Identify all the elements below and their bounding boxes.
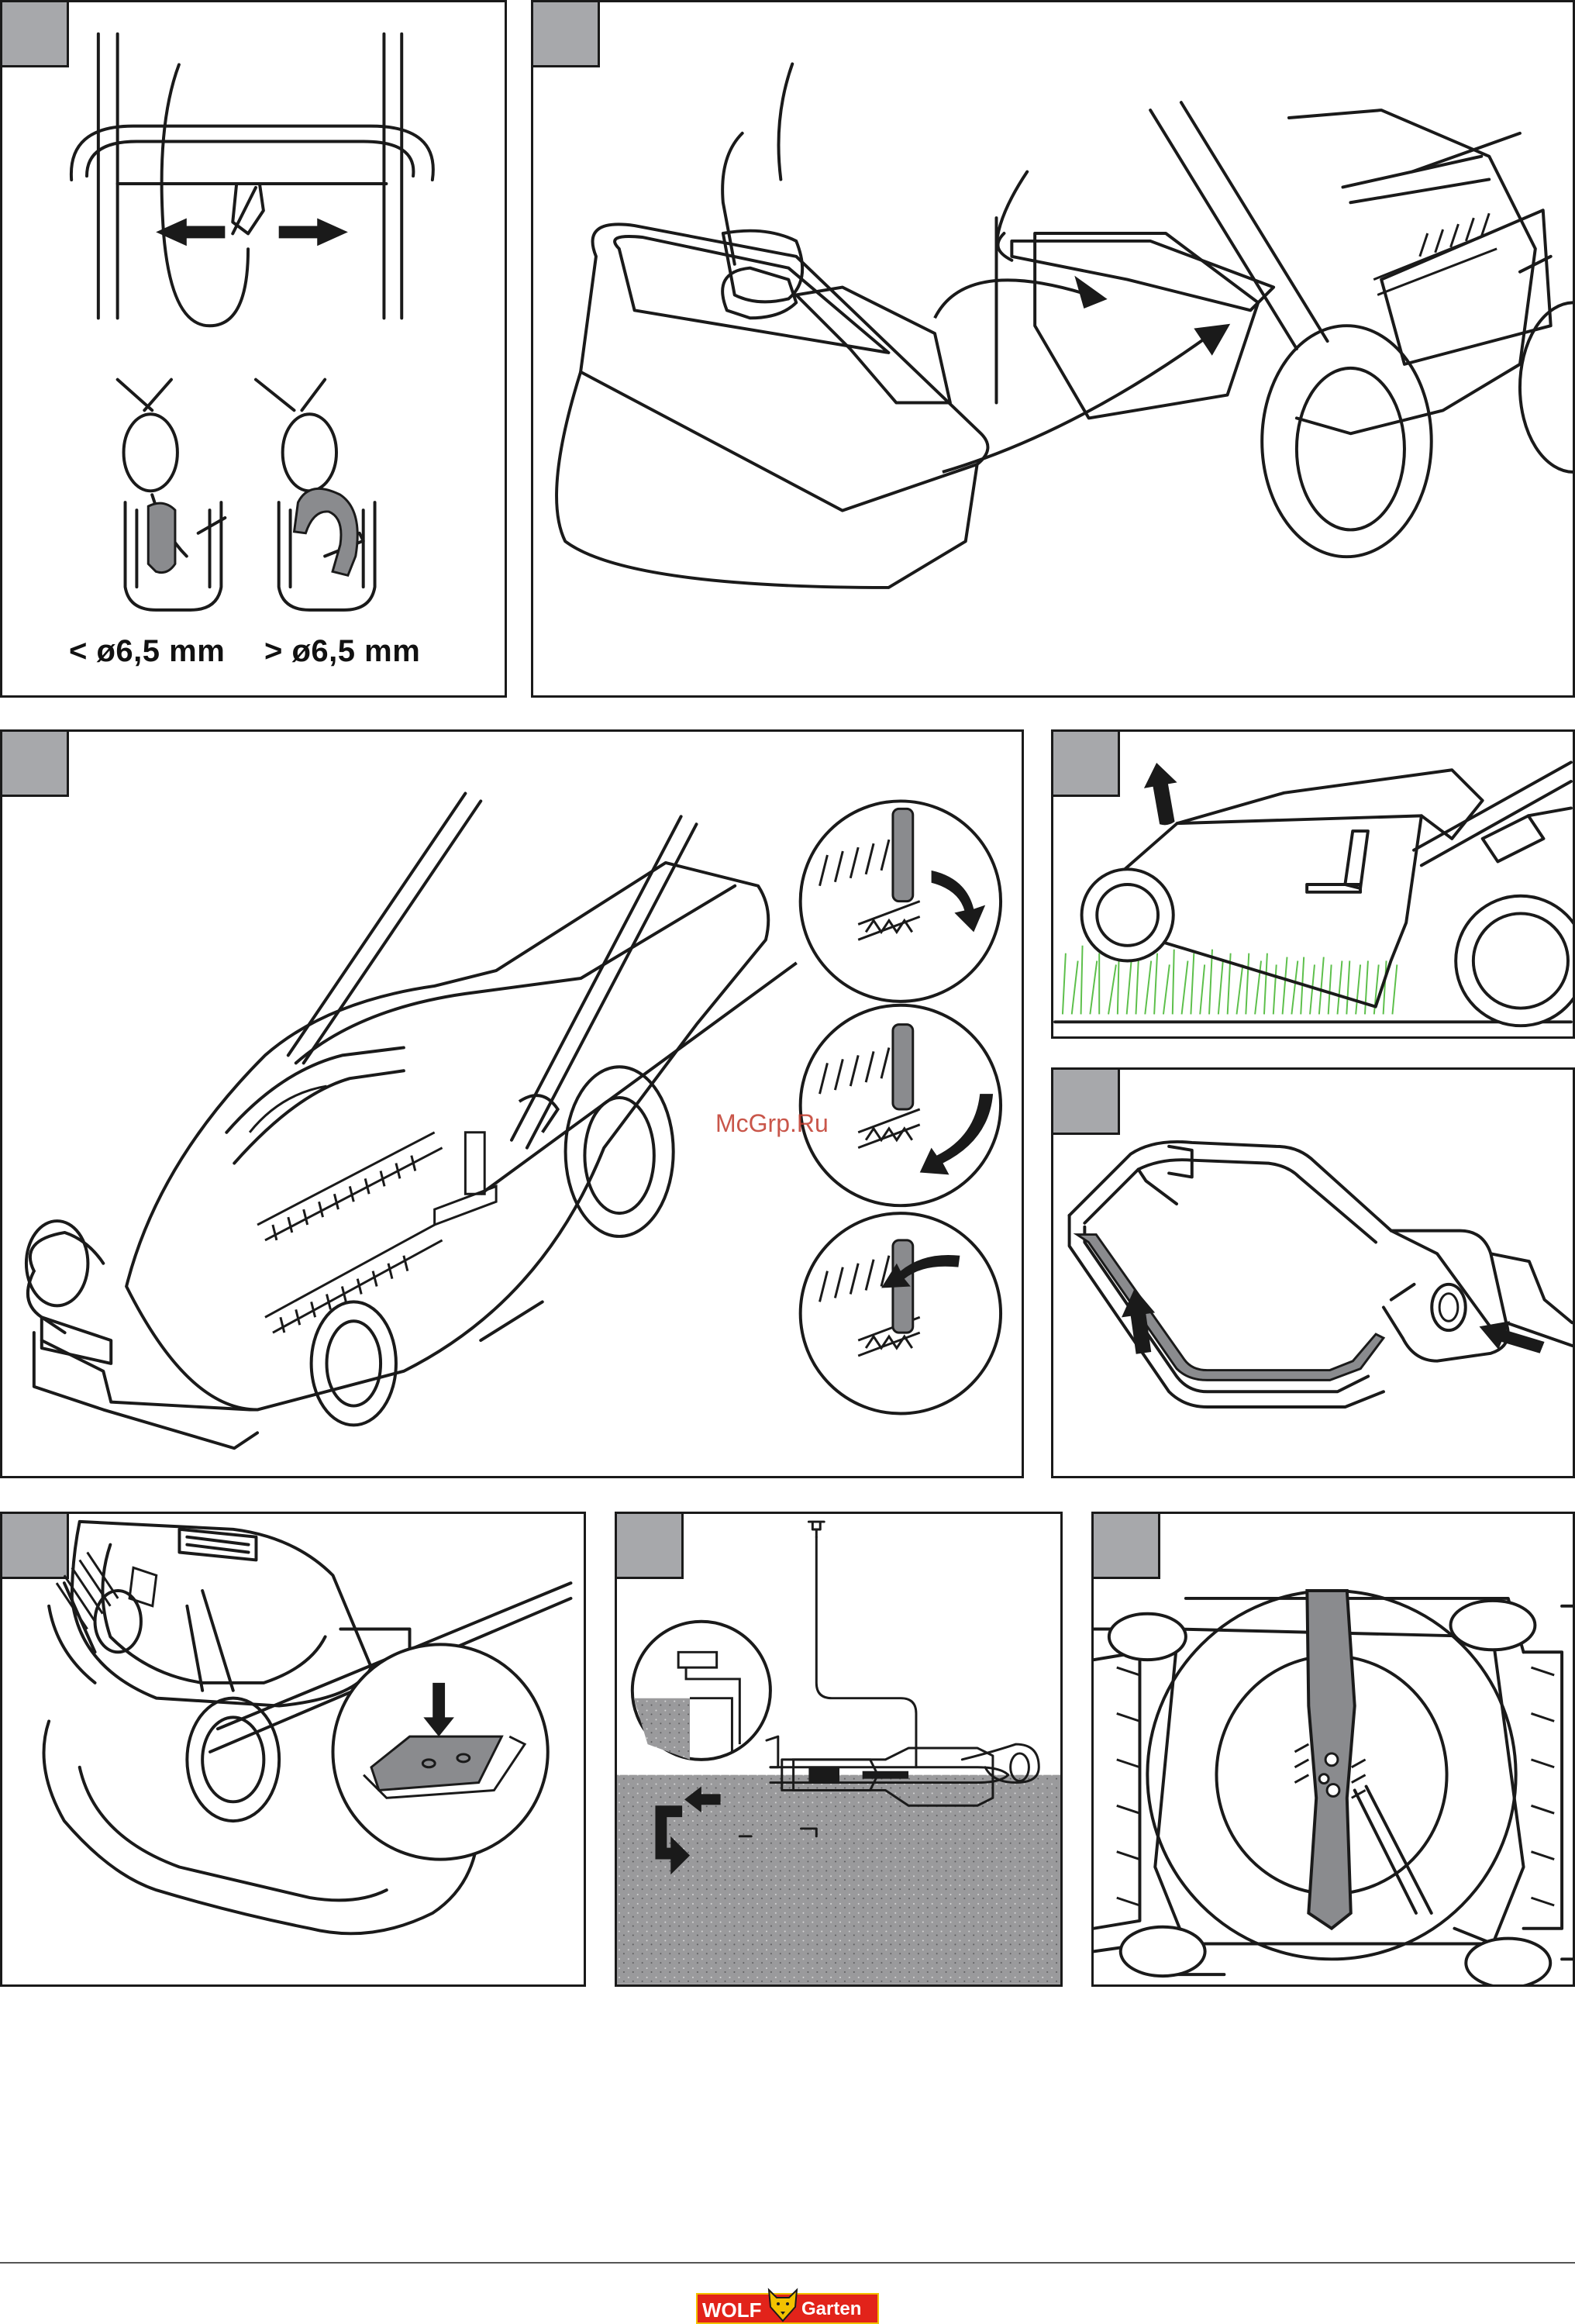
brand-name-right: Garten	[801, 2298, 861, 2320]
panel-switch-handle	[1051, 1067, 1575, 1478]
panel-height-adjust: McGrp.Ru	[0, 729, 1024, 1478]
small-diameter-label: < ø6,5 mm	[69, 634, 225, 669]
height-adjust-illustration	[2, 732, 1022, 1476]
panel-grass-box	[531, 0, 1575, 698]
panel-cable-routing	[615, 1512, 1063, 1987]
cable-hook-illustration	[2, 2, 505, 695]
mulch-plug-illustration	[2, 1514, 584, 1984]
fox-logo-icon	[766, 2284, 800, 2324]
panel-blade	[1091, 1512, 1575, 1987]
lift-front-illustration	[1053, 732, 1573, 1036]
panel-mulch-plug	[0, 1512, 586, 1987]
grass-box-illustration	[533, 2, 1573, 695]
footer-rule	[0, 2262, 1575, 2264]
watermark: McGrp.Ru	[715, 1109, 829, 1138]
blade-illustration	[1094, 1514, 1573, 1984]
large-diameter-label: > ø6,5 mm	[264, 634, 420, 669]
cable-routing-illustration	[617, 1514, 1060, 1984]
brand-name-left: WOLF	[702, 2298, 762, 2322]
panel-cable-hook: < ø6,5 mm > ø6,5 mm	[0, 0, 507, 698]
panel-lift-front	[1051, 729, 1575, 1039]
switch-handle-illustration	[1053, 1070, 1573, 1476]
brand-logo: WOLF Garten	[696, 2293, 879, 2324]
